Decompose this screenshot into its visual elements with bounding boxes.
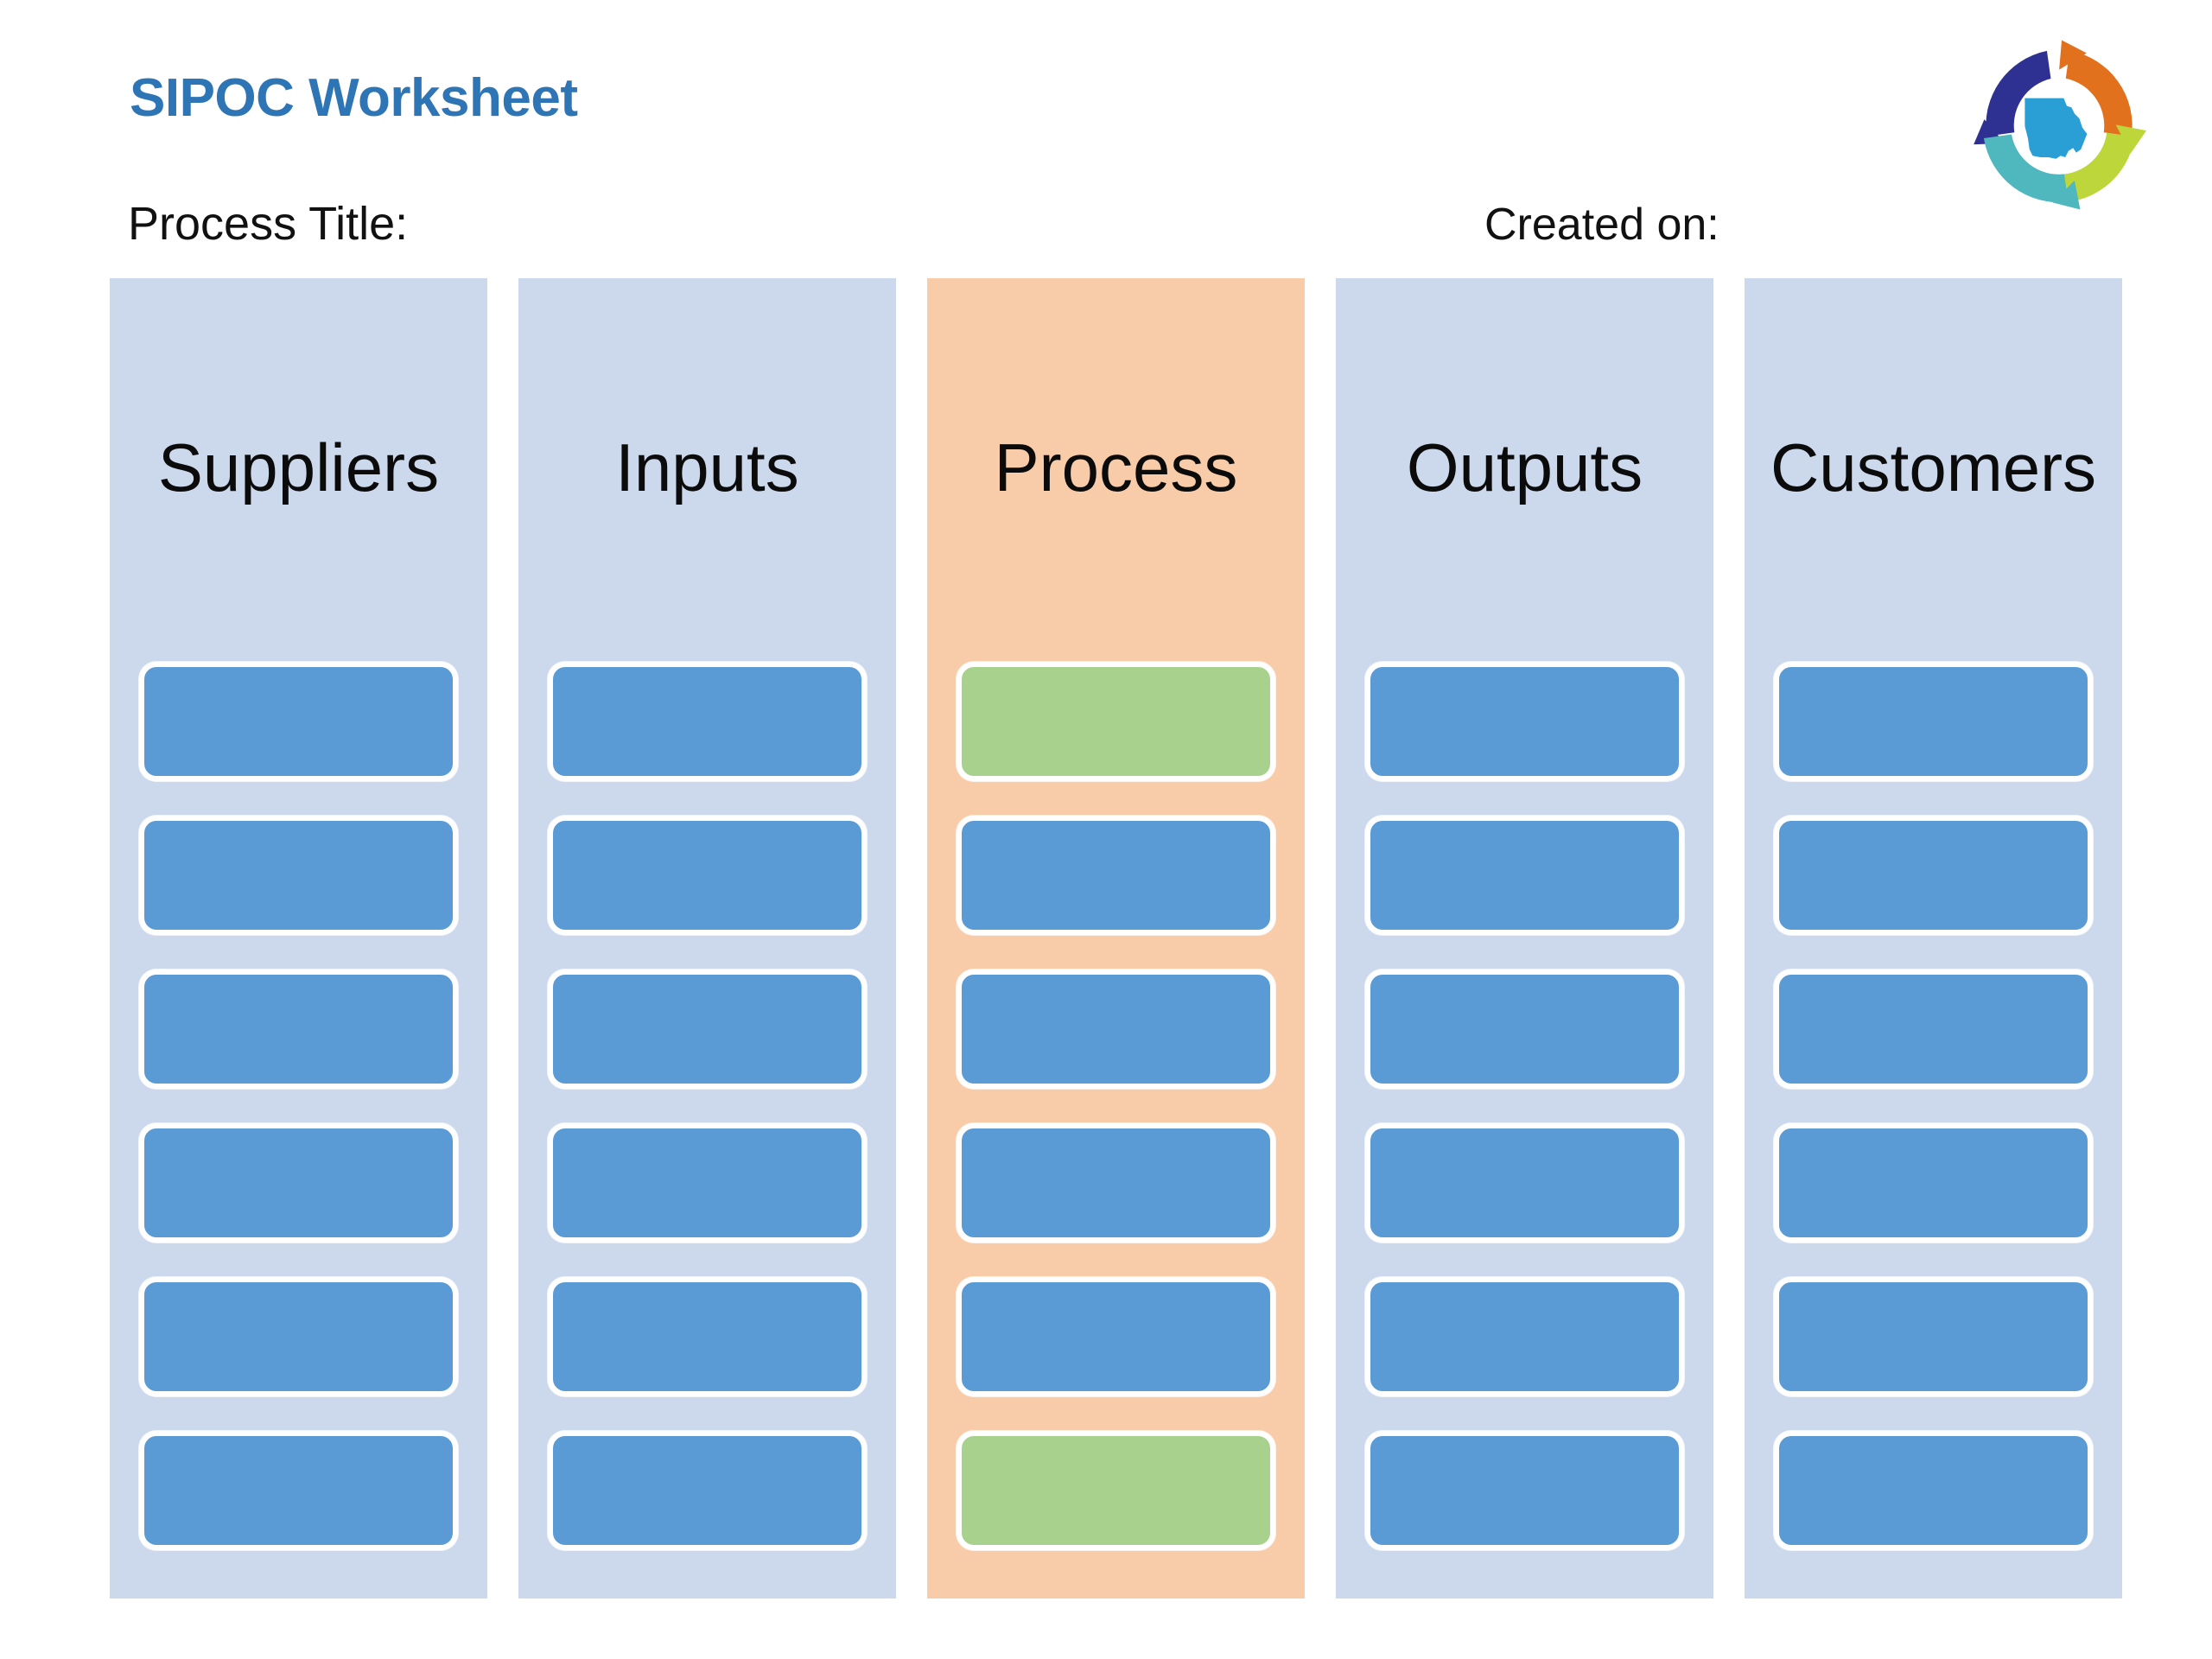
sipoc-entry-box[interactable] <box>548 969 867 1089</box>
column-boxes-suppliers <box>110 662 487 1599</box>
column-header-suppliers: Suppliers <box>157 429 440 505</box>
sipoc-entry-box[interactable] <box>1774 1277 2093 1396</box>
sipoc-entry-box[interactable] <box>548 816 867 935</box>
sipoc-entry-box[interactable] <box>957 969 1275 1089</box>
sipoc-entry-box[interactable] <box>139 1431 458 1550</box>
column-boxes-outputs <box>1336 662 1713 1599</box>
process-title-label: Process Title: <box>128 198 409 250</box>
sipoc-entry-box[interactable] <box>1774 969 2093 1089</box>
sipoc-entry-box[interactable] <box>1365 1277 1684 1396</box>
sipoc-entry-box[interactable] <box>139 1123 458 1243</box>
sipoc-entry-box[interactable] <box>139 816 458 935</box>
sipoc-entry-box[interactable] <box>548 1277 867 1396</box>
created-on-label: Created on: <box>1484 200 1719 250</box>
column-header-outputs: Outputs <box>1406 429 1643 505</box>
sipoc-entry-box[interactable] <box>1365 662 1684 781</box>
logo-arc-teal <box>1983 134 2081 210</box>
sipoc-entry-box[interactable] <box>957 1431 1275 1550</box>
column-header-customers: Customers <box>1770 429 2097 505</box>
sipoc-entry-box[interactable] <box>548 1123 867 1243</box>
sipoc-entry-box[interactable] <box>1365 1123 1684 1243</box>
sipoc-entry-box[interactable] <box>957 1123 1275 1243</box>
column-header-process: Process <box>994 429 1238 505</box>
sipoc-entry-box[interactable] <box>1365 816 1684 935</box>
sipoc-entry-box[interactable] <box>1365 969 1684 1089</box>
sipoc-entry-box[interactable] <box>1774 662 2093 781</box>
column-header-inputs: Inputs <box>615 429 799 505</box>
sipoc-entry-box[interactable] <box>139 662 458 781</box>
missouri-cycle-logo <box>1955 33 2164 219</box>
sipoc-entry-box[interactable] <box>957 1277 1275 1396</box>
missouri-state-shape <box>2024 98 2088 159</box>
sipoc-entry-box[interactable] <box>957 662 1275 781</box>
column-boxes-inputs <box>518 662 896 1599</box>
sipoc-entry-box[interactable] <box>1365 1431 1684 1550</box>
sipoc-column-process: Process <box>927 278 1305 1599</box>
sipoc-column-customers: Customers <box>1745 278 2122 1599</box>
column-boxes-customers <box>1745 662 2122 1599</box>
sipoc-entry-box[interactable] <box>957 816 1275 935</box>
column-boxes-process <box>927 662 1305 1599</box>
sipoc-column-inputs: Inputs <box>518 278 896 1599</box>
page-title: SIPOC Worksheet <box>130 68 578 128</box>
sipoc-entry-box[interactable] <box>548 662 867 781</box>
sipoc-entry-box[interactable] <box>139 1277 458 1396</box>
sipoc-entry-box[interactable] <box>1774 816 2093 935</box>
sipoc-entry-box[interactable] <box>548 1431 867 1550</box>
sipoc-entry-box[interactable] <box>139 969 458 1089</box>
sipoc-entry-box[interactable] <box>1774 1431 2093 1550</box>
sipoc-column-suppliers: Suppliers <box>110 278 487 1599</box>
sipoc-entry-box[interactable] <box>1774 1123 2093 1243</box>
logo-arc-orange <box>2059 40 2133 137</box>
sipoc-column-outputs: Outputs <box>1336 278 1713 1599</box>
